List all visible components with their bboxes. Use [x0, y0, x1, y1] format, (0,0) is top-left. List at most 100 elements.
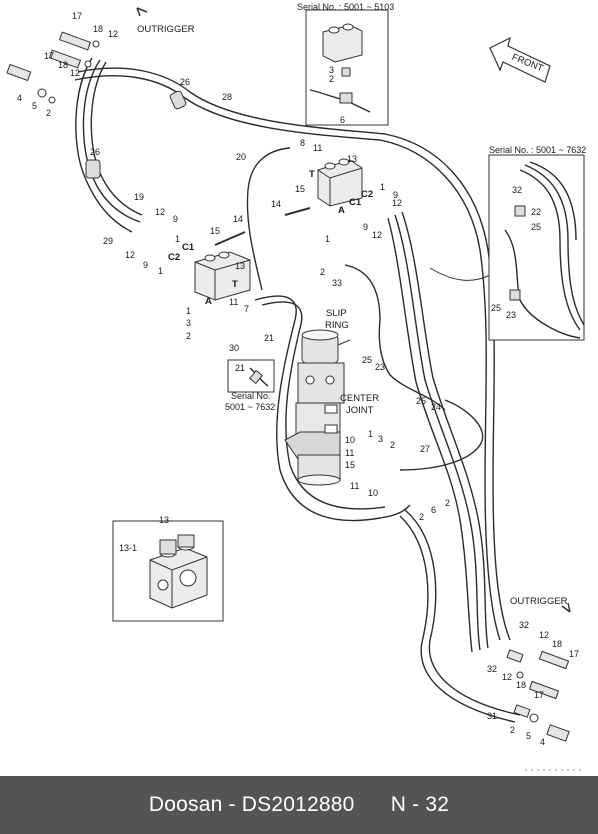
callout: 1 — [175, 234, 180, 244]
callout: 32 — [512, 185, 522, 195]
diagram-labels: OUTRIGGER OUTRIGGER FRONT Serial No. : 5… — [119, 2, 586, 607]
hose-routes — [74, 57, 521, 723]
label-serial-right: Serial No. : 5001 ~ 7632 — [489, 145, 586, 155]
serial-box-inset — [227, 359, 275, 393]
callout: 15 — [210, 226, 220, 236]
label-outrigger-top: OUTRIGGER — [137, 24, 195, 35]
callout: 5 — [526, 731, 531, 741]
callout: 14 — [271, 199, 281, 209]
footer-page: N - 32 — [390, 793, 450, 816]
callout: 18 — [552, 639, 562, 649]
port-c1-right: C1 — [349, 197, 362, 208]
callout: 1 — [158, 266, 163, 276]
callout: 1 — [380, 182, 385, 192]
callout: 30 — [229, 343, 239, 353]
callout: 17 — [44, 51, 54, 61]
port-a-right: A — [338, 205, 345, 216]
label-serial-inset-2: 5001 ~ 7632 — [225, 402, 275, 412]
callout: 2 — [390, 440, 395, 450]
callout: 22 — [531, 207, 541, 217]
callout: 3 — [186, 318, 191, 328]
callout: 28 — [222, 92, 232, 102]
callout: 18 — [58, 60, 68, 70]
label-serial-inset-1: Serial No. — [231, 391, 271, 401]
footer-part-number: DS2012880 — [241, 793, 355, 816]
callout: 17 — [569, 649, 579, 659]
callout-numbers: 17 18 12 17 18 12 4 5 2 26 28 26 19 29 1… — [17, 11, 579, 747]
callout: 8 — [300, 138, 305, 148]
callout: 2 — [186, 331, 191, 341]
outrigger-arrow-bottom-icon — [561, 602, 571, 613]
callout: 18 — [516, 680, 526, 690]
outrigger-arrow-top-icon — [136, 7, 148, 17]
callout: 20 — [236, 152, 246, 162]
callout: 11 — [345, 448, 354, 458]
callout: 12 — [70, 68, 80, 78]
callout: 26 — [180, 77, 190, 87]
center-joint — [284, 329, 351, 486]
callout: 17 — [534, 690, 544, 700]
callout: 4 — [540, 737, 545, 747]
clamp-26-top — [169, 90, 187, 110]
callout: 9 — [143, 260, 148, 270]
label-outrigger-bottom: OUTRIGGER — [510, 596, 568, 607]
callout: 12 — [125, 250, 135, 260]
callout: 13 — [235, 261, 245, 271]
port-a-left: A — [205, 296, 212, 307]
callout: 12 — [502, 672, 512, 682]
callout: 9 — [393, 190, 398, 200]
callout: 2 — [445, 498, 450, 508]
callout: 18 — [93, 24, 103, 34]
callout: 12 — [372, 230, 382, 240]
callout: 27 — [420, 444, 430, 454]
callout: 17 — [72, 11, 82, 21]
callout: 11 — [350, 481, 359, 491]
callout: 31 — [487, 711, 497, 721]
hydraulic-hose-diagram: OUTRIGGER OUTRIGGER FRONT Serial No. : 5… — [6, 2, 586, 771]
callout: 21 — [264, 333, 274, 343]
callout: 15 — [345, 460, 355, 470]
callout: 32 — [487, 664, 497, 674]
callout: 19 — [134, 192, 144, 202]
valve-block-left — [194, 231, 251, 301]
port-t-left: T — [232, 279, 238, 290]
valve-block-right — [284, 158, 363, 216]
callout: 7 — [244, 304, 249, 314]
fittings-top-left — [6, 31, 100, 104]
callout: 6 — [340, 115, 345, 125]
callout: 12 — [155, 207, 165, 217]
callout: 21 — [235, 363, 245, 373]
callout: 4 — [17, 93, 22, 103]
callout: 25 — [531, 222, 541, 232]
label-serial-top: Serial No. : 5001 ~ 5103 — [297, 2, 394, 12]
label-center-joint-1: CENTER — [340, 393, 379, 404]
callout: 12 — [108, 29, 118, 39]
callout: 12 — [539, 630, 549, 640]
front-arrow-icon — [489, 36, 551, 83]
callout: 1 — [368, 429, 373, 439]
callout: 5 — [32, 101, 37, 111]
callout: 2 — [46, 108, 51, 118]
callout: 9 — [363, 222, 368, 232]
callout: 24 — [431, 402, 441, 412]
callout: 29 — [103, 236, 113, 246]
callout: 11 — [313, 143, 322, 153]
callout: 25 — [362, 355, 372, 365]
callout: 2 — [320, 267, 325, 277]
callout: 15 — [295, 184, 305, 194]
port-c2-right: C2 — [361, 189, 373, 200]
callout: 13 — [347, 154, 357, 164]
callout: 25 — [416, 396, 426, 406]
callout: 11 — [229, 297, 238, 307]
label-slip-ring-1: SLIP — [326, 308, 347, 319]
callout: 10 — [368, 488, 378, 498]
callout: 2 — [419, 512, 424, 522]
callout: 32 — [519, 620, 529, 630]
detail-13-box — [112, 520, 224, 622]
detail-13-1-label: 13-1 — [119, 543, 137, 553]
footer-bar: Doosan - DS2012880 N - 32 — [0, 776, 598, 834]
callout: 23 — [375, 362, 385, 372]
clamp-26-left — [85, 159, 101, 179]
callout: 14 — [233, 214, 243, 224]
footer-brand: Doosan — [148, 793, 223, 816]
